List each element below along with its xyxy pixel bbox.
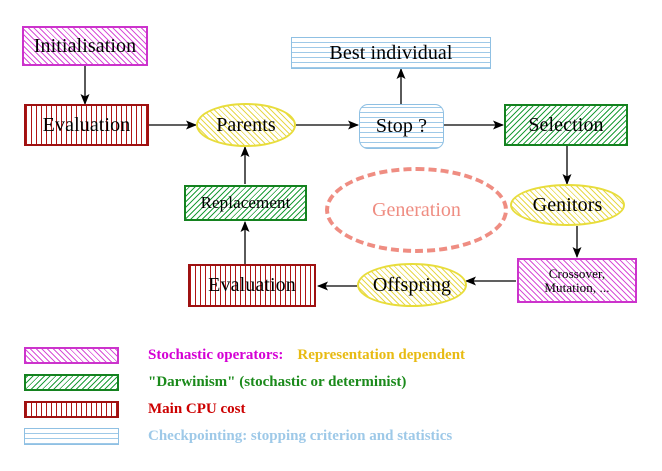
node-best-individual[interactable]: Best individual <box>291 37 491 69</box>
legend-swatch-magenta <box>24 346 119 364</box>
node-evaluation-bottom[interactable]: Evaluation <box>188 264 316 307</box>
legend-label-main-cpu-cost: Main CPU cost <box>148 400 246 417</box>
legend-label-representation-dependent: Representation dependent <box>297 346 466 363</box>
node-selection[interactable]: Selection <box>504 104 628 146</box>
node-crossover-mutation[interactable]: Crossover, Mutation, ... <box>517 258 637 303</box>
node-best-individual-label: Best individual <box>329 41 453 64</box>
node-genitors[interactable]: Genitors <box>510 184 625 226</box>
node-initialisation-label: Initialisation <box>33 34 137 57</box>
node-crossover-label-line1: Crossover, <box>548 265 606 281</box>
legend-label-stochastic-operators: Stochastic operators: <box>148 346 284 363</box>
node-stop[interactable]: Stop ? <box>359 104 444 149</box>
node-generation-label: Generation <box>372 198 461 221</box>
node-stop-label: Stop ? <box>375 115 428 137</box>
node-offspring-label: Offspring <box>372 273 452 296</box>
node-generation: Generation <box>325 167 508 253</box>
node-parents[interactable]: Parents <box>196 103 296 147</box>
node-evaluation-bottom-label: Evaluation <box>208 274 296 296</box>
node-crossover-label-line2: Mutation, ... <box>544 279 610 295</box>
legend-swatch-green <box>24 373 119 391</box>
legend-label-darwinism: "Darwinism" (stochastic or determinist) <box>148 373 407 390</box>
legend-swatch-red <box>24 400 119 418</box>
node-selection-label: Selection <box>528 113 604 136</box>
node-initialisation[interactable]: Initialisation <box>22 26 148 66</box>
legend-row-checkpointing: Checkpointing: stopping criterion and st… <box>24 425 644 447</box>
node-evaluation-top[interactable]: Evaluation <box>24 104 149 146</box>
node-parents-label: Parents <box>216 113 276 136</box>
node-replacement-label: Replacement <box>200 193 291 213</box>
legend-row-stochastic-operators: Stochastic operators: Representation dep… <box>24 344 644 366</box>
node-offspring[interactable]: Offspring <box>357 263 467 307</box>
node-replacement[interactable]: Replacement <box>184 185 307 221</box>
node-evaluation-top-label: Evaluation <box>42 113 131 136</box>
legend-label-checkpointing: Checkpointing: stopping criterion and st… <box>148 427 453 444</box>
legend-row-main-cpu-cost: Main CPU cost <box>24 398 644 420</box>
legend: Stochastic operators: Representation dep… <box>0 334 662 471</box>
node-genitors-label: Genitors <box>532 193 603 216</box>
legend-swatch-blue <box>24 427 119 445</box>
legend-row-darwinism: "Darwinism" (stochastic or determinist) <box>24 371 644 393</box>
